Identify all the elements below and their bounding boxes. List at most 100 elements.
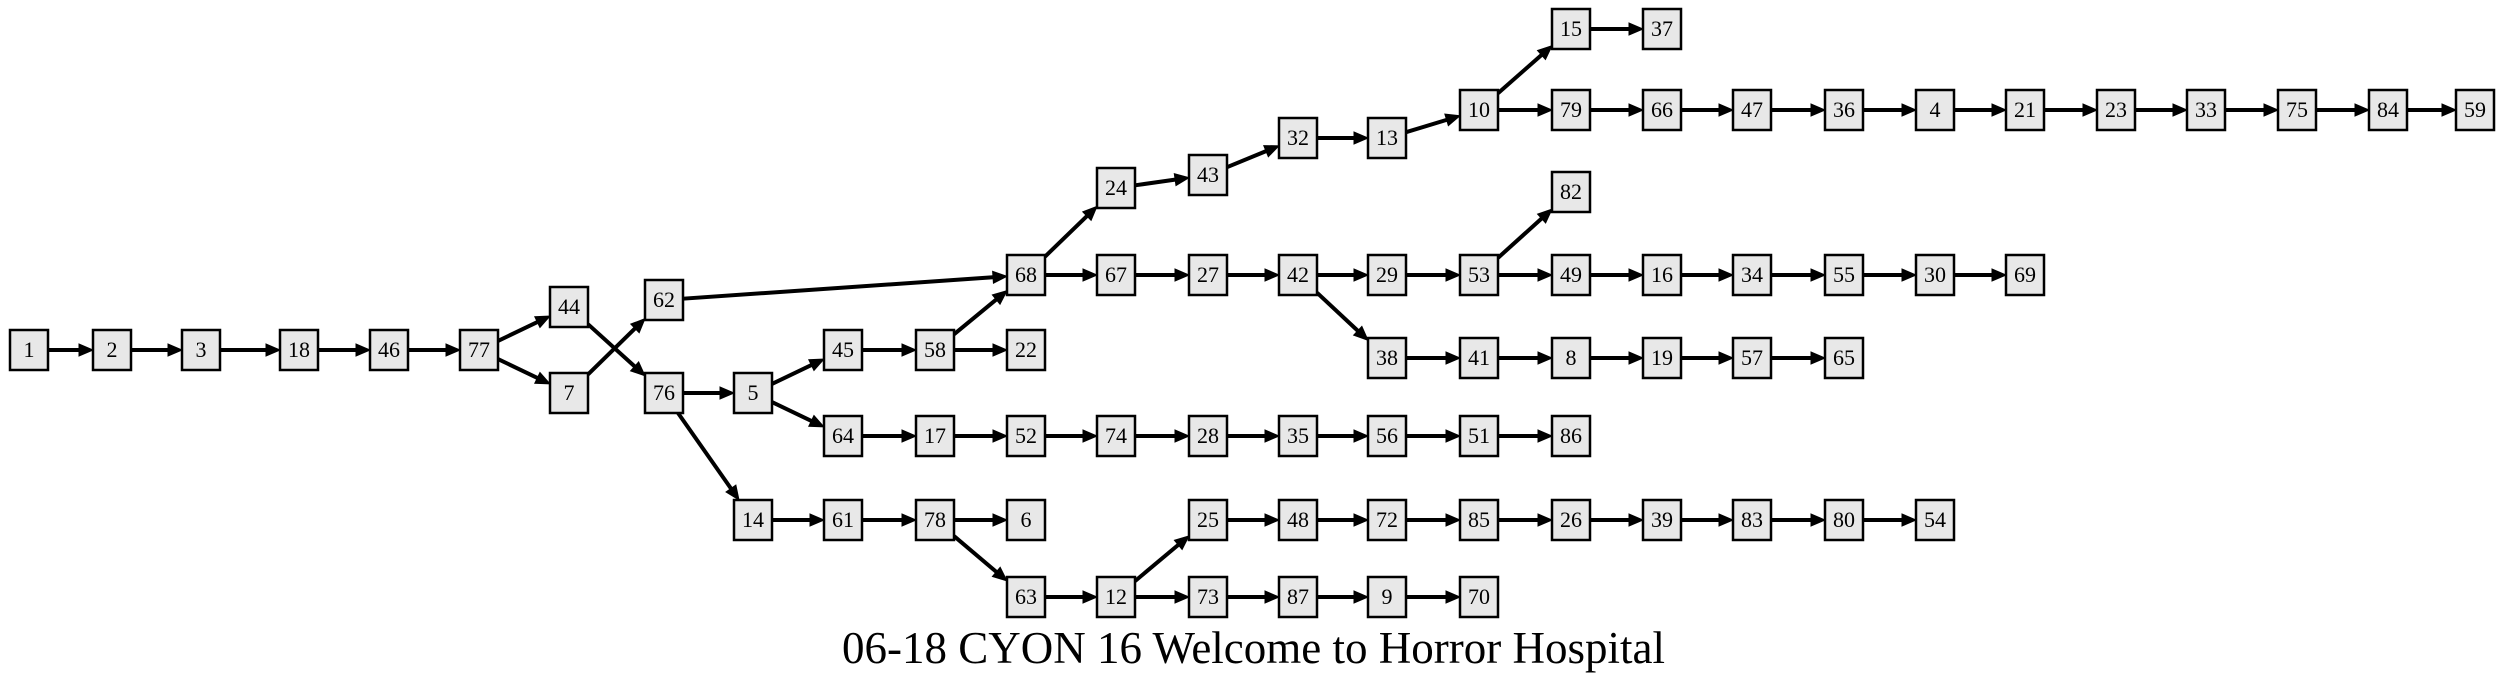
diagram-title: 06-18 CYON 16 Welcome to Horror Hospital [842,623,1665,673]
node-label: 72 [1376,507,1398,532]
node-label: 47 [1741,97,1763,122]
node-label: 87 [1287,584,1309,609]
arrowhead [534,315,552,329]
arrowhead [725,484,740,502]
edge-47-36 [1771,103,1827,117]
node-label: 6 [1021,507,1032,532]
edge-12-73 [1135,590,1191,604]
edge-16-34 [1681,268,1735,282]
node-42: 42 [1277,253,1319,297]
arrowhead [1537,429,1554,443]
node-label: 12 [1105,584,1127,609]
edge-77-44 [497,315,552,343]
node-label: 76 [653,380,675,405]
arrowhead [1353,513,1370,527]
node-box [1914,498,1956,542]
arrowhead [992,429,1009,443]
node-label: 53 [1468,262,1490,287]
node-3: 3 [180,328,222,372]
node-78: 78 [914,498,956,542]
node-box [1095,575,1137,619]
node-box [91,328,133,372]
edge-25-48 [1227,513,1281,527]
node-label: 42 [1287,262,1309,287]
node-label: 35 [1287,423,1309,448]
edge-8-19 [1590,351,1645,365]
arrowhead [1353,131,1370,145]
edge-line [1315,291,1360,333]
node-label: 18 [288,337,310,362]
node-84: 84 [2367,88,2409,132]
node-label: 61 [832,507,854,532]
arrowhead [1628,268,1645,282]
arrowhead [629,361,646,377]
node-label: 79 [1560,97,1582,122]
node-box [1277,253,1319,297]
node-label: 54 [1924,507,1946,532]
arrowhead [2082,103,2099,117]
edge-line [586,326,637,376]
arrowhead [1264,429,1281,443]
edge-58-22 [954,343,1009,357]
node-box [822,414,864,458]
node-box [1366,336,1408,380]
edge-10-79 [1498,103,1554,117]
node-label: 86 [1560,423,1582,448]
node-box [1550,336,1592,380]
edge-77-7 [497,357,552,385]
edge-21-23 [2044,103,2099,117]
node-13: 13 [1366,116,1408,160]
node-box [1095,414,1137,458]
node-box [1187,575,1229,619]
node-box [914,328,956,372]
node-25: 25 [1187,498,1229,542]
edge-line [1134,177,1176,188]
edge-55-30 [1863,268,1918,282]
edge-61-78 [862,513,918,527]
node-82: 82 [1550,170,1592,214]
edge-83-80 [1771,513,1827,527]
edge-line [1043,214,1089,259]
node-label: 36 [1833,97,1855,122]
node-box [1550,88,1592,132]
node-box [1005,498,1047,542]
edge-76-14 [676,411,740,502]
node-box [1366,253,1408,297]
arrowhead [2263,103,2280,117]
arrowhead [901,429,918,443]
node-4: 4 [1914,88,1956,132]
node-label: 3 [196,337,207,362]
node-label: 30 [1924,262,1946,287]
node-label: 67 [1105,262,1127,287]
node-box [8,328,50,372]
node-85: 85 [1458,498,1500,542]
node-86: 86 [1550,414,1592,458]
node-label: 10 [1468,97,1490,122]
edge-68-67 [1045,268,1099,282]
node-label: 8 [1566,345,1577,370]
node-45: 45 [822,328,864,372]
node-box [1823,88,1865,132]
node-37: 37 [1641,7,1683,51]
node-box [1366,414,1408,458]
arrowhead [1081,205,1098,222]
edge-35-56 [1317,429,1370,443]
node-49: 49 [1550,253,1592,297]
node-79: 79 [1550,88,1592,132]
arrowhead [1353,429,1370,443]
node-46: 46 [368,328,410,372]
arrowhead [1718,268,1735,282]
edge-80-54 [1863,513,1918,527]
node-box [2367,88,2409,132]
edge-14-61 [772,513,826,527]
node-label: 38 [1376,345,1398,370]
node-34: 34 [1731,253,1773,297]
node-label: 57 [1741,345,1763,370]
edge-45-58 [862,343,918,357]
edge-58-68 [952,289,1008,336]
node-label: 7 [564,380,575,405]
arrowhead [1537,103,1554,117]
node-30: 30 [1914,253,1956,297]
edge-72-85 [1406,513,1462,527]
